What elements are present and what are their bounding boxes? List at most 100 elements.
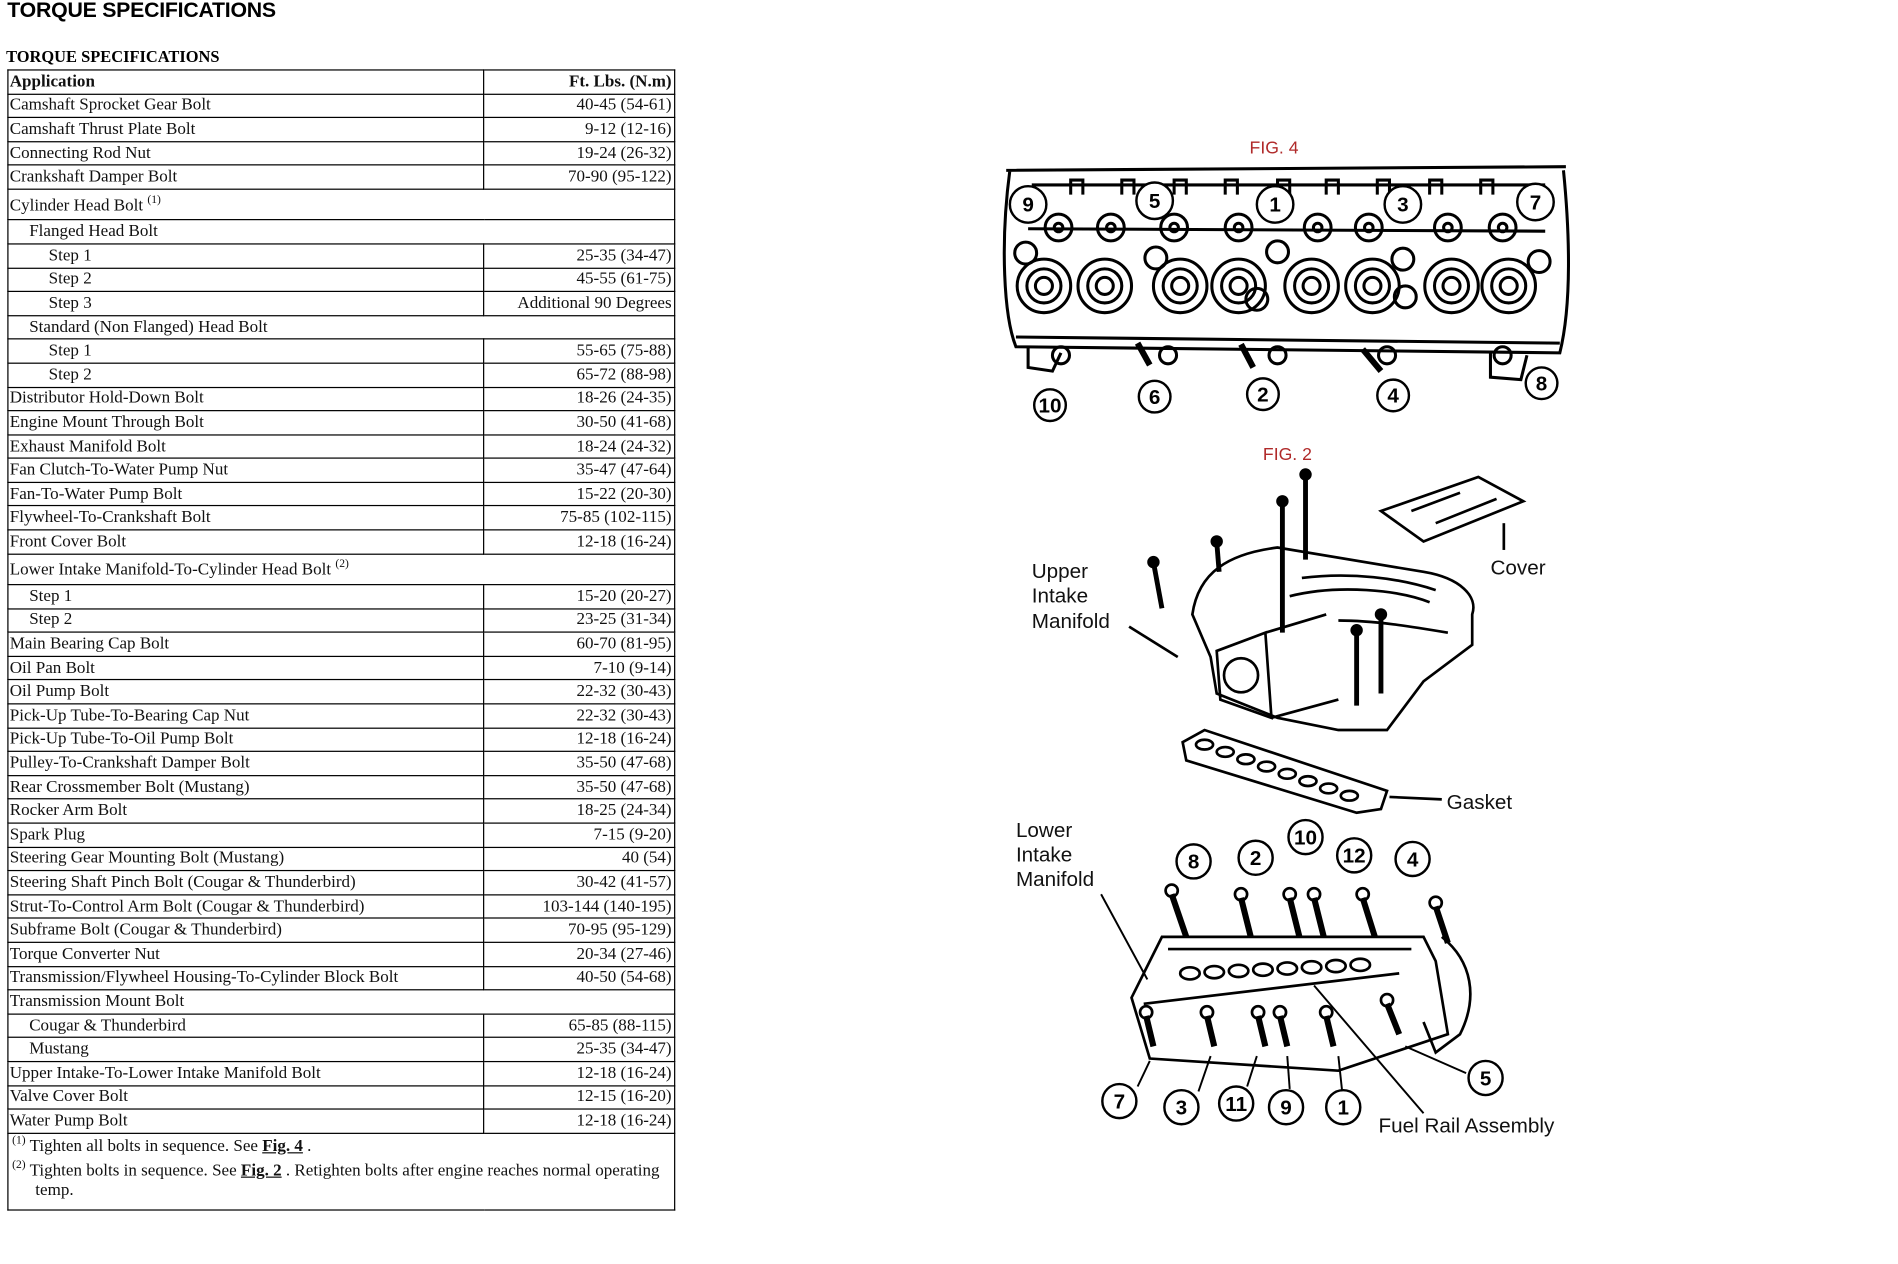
- bolt-head: [1233, 886, 1249, 902]
- application-cell: Rocker Arm Bolt: [7, 798, 485, 824]
- stud: [1324, 178, 1340, 195]
- table-caption: TORQUE SPECIFICATIONS: [6, 47, 220, 66]
- application-cell: Flanged Head Bolt: [7, 219, 676, 245]
- application-cell: Pick-Up Tube-To-Bearing Cap Nut: [7, 703, 485, 729]
- bolt-head: [1210, 535, 1223, 548]
- intake-port: [1300, 959, 1323, 975]
- valve-seat: [1490, 267, 1528, 305]
- sequence-number: 10: [1039, 394, 1062, 417]
- sequence-circle: [1137, 379, 1172, 414]
- sequence-circle: [1237, 839, 1274, 877]
- sequence-circle: [1255, 184, 1295, 224]
- sequence-circle: [1383, 184, 1423, 224]
- torque-value-cell: 15-20 (20-27): [483, 584, 676, 610]
- sequence-circle: [1101, 1082, 1138, 1120]
- bolt-head: [1318, 1004, 1334, 1020]
- gasket-port: [1215, 745, 1236, 759]
- bolt: [1323, 1015, 1337, 1048]
- sequence-circle: [1287, 818, 1324, 856]
- footnote-text: .: [302, 1137, 312, 1156]
- application-text: Standard (Non Flanged) Head Bolt: [29, 318, 268, 337]
- table-row: Strut-To-Control Arm Bolt (Cougar & Thun…: [7, 894, 676, 920]
- valve-seat: [1344, 257, 1401, 315]
- gasket-port: [1318, 782, 1339, 795]
- gasket-port: [1277, 767, 1298, 781]
- application-cell: Strut-To-Control Arm Bolt (Cougar & Thun…: [7, 894, 485, 920]
- bolt-hole: [1353, 212, 1384, 243]
- footnote-text: Tighten all bolts in sequence. See: [29, 1137, 263, 1156]
- application-cell: Step 2: [7, 607, 485, 633]
- application-cell: Exhaust Manifold Bolt: [7, 434, 485, 460]
- bolt: [1255, 1015, 1269, 1048]
- application-text: Fan-To-Water Pump Bolt: [9, 485, 183, 504]
- table-row: Steering Gear Mounting Bolt (Mustang) 40 …: [7, 846, 676, 872]
- application-text: Oil Pan Bolt: [9, 659, 95, 678]
- fig2-labels: Upper Intake Manifold Cover Gasket Lower…: [1016, 556, 1555, 1137]
- bolt: [1238, 897, 1254, 938]
- application-cell: Torque Converter Nut: [7, 941, 485, 967]
- valve-seat: [1170, 275, 1191, 296]
- application-cell: Camshaft Sprocket Gear Bolt: [7, 93, 485, 119]
- application-text: Spark Plug: [9, 825, 85, 845]
- sequence-circle: [1335, 837, 1373, 874]
- table-row: Transmission Mount Bolt: [7, 989, 676, 1015]
- stud: [1479, 178, 1495, 195]
- valve-seat: [1423, 257, 1480, 315]
- torque-value-cell: 7-10 (9-14): [483, 655, 676, 681]
- stud: [1375, 178, 1391, 195]
- application-cell: Main Bearing Cap Bolt: [7, 631, 485, 657]
- sequence-number: 2: [1257, 384, 1269, 407]
- application-cell: Fan Clutch-To-Water Pump Nut: [7, 457, 485, 483]
- bolt-head: [1147, 555, 1160, 569]
- valve-seat: [1086, 267, 1124, 305]
- footnote: (2) Tighten bolts in sequence. See Fig. …: [11, 1159, 662, 1201]
- sequence-number: 7: [1114, 1090, 1126, 1113]
- bolt-hole: [1095, 212, 1126, 243]
- sequence-number: 8: [1188, 851, 1199, 874]
- bolt-head: [1138, 1004, 1154, 1020]
- sequence-circle: [1267, 1088, 1305, 1126]
- application-text: Oil Pump Bolt: [9, 682, 110, 702]
- footnote-text: . Retighten bolts after engine reaches n…: [35, 1161, 660, 1200]
- footnote-mark: (2): [12, 1159, 26, 1172]
- torque-value-cell: 15-22 (20-30): [483, 481, 676, 507]
- sequence-number: 8: [1536, 373, 1547, 396]
- valve-seat: [1228, 275, 1249, 296]
- torque-value-cell: 20-34 (27-46): [483, 941, 676, 967]
- application-text: Step 2: [29, 611, 73, 630]
- table-row: Subframe Bolt (Cougar & Thunderbird)70-9…: [7, 917, 676, 943]
- torque-value-cell: 40-45 (54-61): [483, 93, 676, 119]
- application-cell: Cylinder Head Bolt (1): [7, 188, 676, 221]
- bolt-hole: [1043, 212, 1074, 243]
- torque-value-cell: 35-50 (47-68): [483, 774, 676, 800]
- lower-bolt: [1050, 345, 1072, 366]
- sequence-number: 6: [1149, 386, 1160, 409]
- bolt: [1432, 905, 1451, 944]
- sequence-circle: [1324, 1088, 1362, 1126]
- bolt-head: [1350, 624, 1363, 637]
- footnote-ref: (1): [147, 194, 161, 207]
- torque-value-cell: 40 (54): [483, 846, 676, 872]
- figure-link[interactable]: Fig. 4: [262, 1137, 303, 1156]
- stud: [1223, 178, 1239, 195]
- lower-bolt: [1492, 345, 1513, 366]
- sequence-number: 10: [1294, 826, 1317, 849]
- bolt-head: [1276, 495, 1289, 508]
- figure-link[interactable]: Fig. 2: [240, 1161, 282, 1180]
- stud: [1120, 178, 1136, 195]
- application-text: Engine Mount Through Bolt: [9, 413, 204, 432]
- gasket-port: [1256, 760, 1277, 773]
- application-text: Steering Gear Mounting Bolt (Mustang): [9, 849, 285, 868]
- gasket-part: [1181, 728, 1389, 815]
- application-text: Step 3: [48, 294, 92, 313]
- application-text: Step 2: [48, 365, 92, 385]
